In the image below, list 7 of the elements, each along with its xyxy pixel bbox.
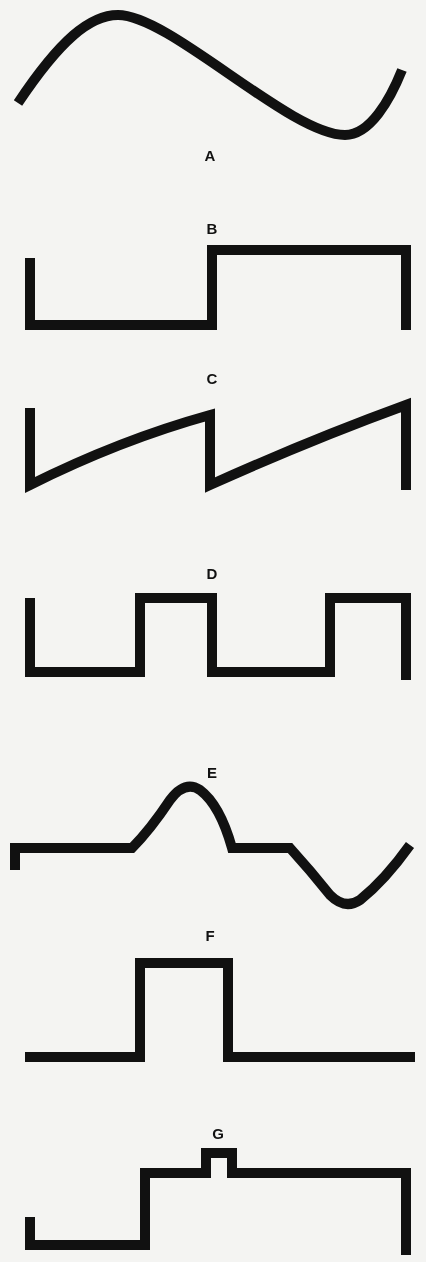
waveform-letter: E [207,764,217,780]
waveform-letter: G [212,1125,224,1141]
waveform-letter: D [206,565,218,581]
waveform-letter: F [205,927,215,943]
waveform-letter: C [206,370,218,386]
waveform-letter: B [206,220,218,236]
waveform-letter: A [204,147,216,163]
